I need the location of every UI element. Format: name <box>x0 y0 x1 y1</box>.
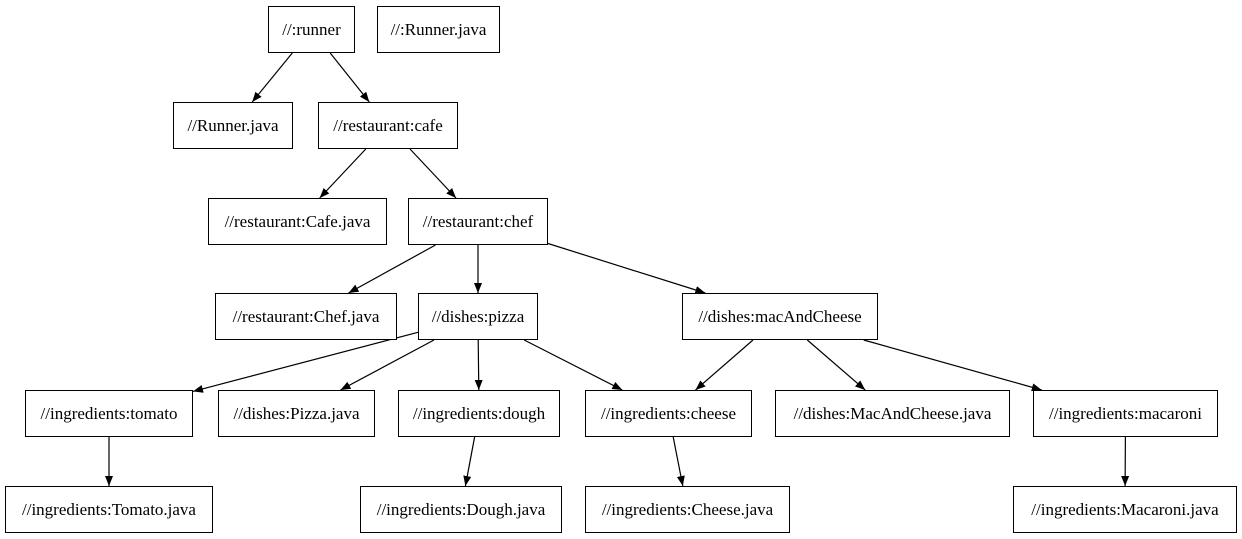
edge-runner-to-cafe <box>329 52 370 103</box>
edge-pizza-to-pizza-java <box>340 339 435 391</box>
edge-chef-to-chef-java <box>348 244 436 294</box>
graph-node-cafe: //restaurant:cafe <box>318 102 458 149</box>
graph-node-cheese-java: //ingredients:Cheese.java <box>585 486 790 533</box>
graph-node-macaroni: //ingredients:macaroni <box>1033 390 1218 437</box>
edge-pizza-to-tomato <box>192 331 419 393</box>
edge-cheese-to-cheese-java <box>672 436 685 487</box>
graph-node-dough: //ingredients:dough <box>398 390 560 437</box>
edge-dough-to-dough-java <box>463 436 476 487</box>
graph-node-tomato: //ingredients:tomato <box>25 390 193 437</box>
graph-node-runner-java-file: //:Runner.java <box>377 6 500 53</box>
graph-node-macandcheese: //dishes:macAndCheese <box>682 293 878 340</box>
edge-pizza-to-cheese <box>523 339 623 391</box>
edge-pizza-to-dough <box>474 339 483 391</box>
graph-node-macandcheese-java: //dishes:MacAndCheese.java <box>775 390 1010 437</box>
graph-node-chef-java: //restaurant:Chef.java <box>215 293 397 340</box>
edge-runner-to-runner-java <box>251 52 293 103</box>
graph-node-pizza-java: //dishes:Pizza.java <box>218 390 375 437</box>
edge-chef-to-macandcheese <box>547 242 706 294</box>
edge-macandcheese-to-cheese <box>695 339 754 391</box>
edge-cafe-to-cafe-java <box>319 148 367 199</box>
graph-node-pizza: //dishes:pizza <box>418 293 538 340</box>
graph-node-cheese: //ingredients:cheese <box>585 390 752 437</box>
edge-macandcheese-to-macandcheese-java <box>806 339 866 391</box>
graph-node-runner-java: //Runner.java <box>173 102 293 149</box>
edge-macandcheese-to-macaroni <box>863 339 1042 392</box>
graph-node-tomato-java: //ingredients:Tomato.java <box>5 486 213 533</box>
edge-cafe-to-chef <box>409 148 457 199</box>
graph-node-cafe-java: //restaurant:Cafe.java <box>208 198 387 245</box>
graph-node-chef: //restaurant:chef <box>408 198 548 245</box>
graph-node-dough-java: //ingredients:Dough.java <box>360 486 562 533</box>
graph-node-macaroni-java: //ingredients:Macaroni.java <box>1013 486 1237 533</box>
graph-node-runner: //:runner <box>268 6 355 53</box>
